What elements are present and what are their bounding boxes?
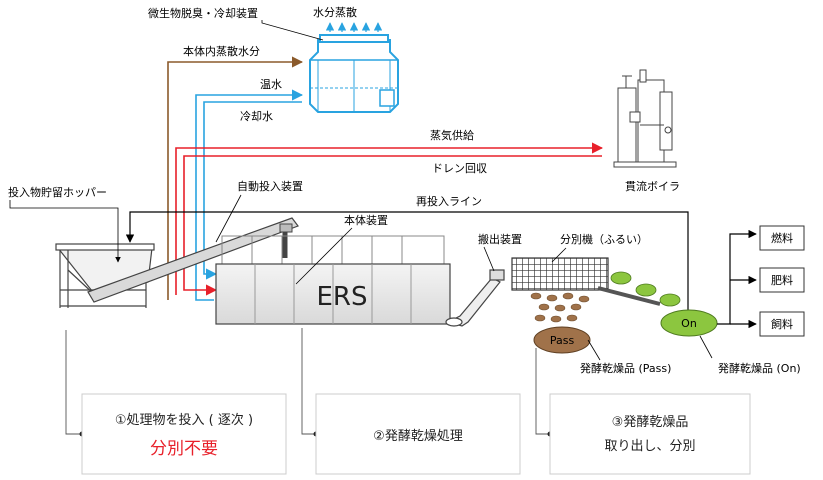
on-pile: [660, 309, 718, 337]
reinput-label: 再投入ライン: [416, 194, 482, 208]
hot-water-label: 温水: [260, 78, 282, 91]
fertilizer-box: [759, 267, 805, 293]
hopper-label: 投入物貯留ホッパー: [8, 185, 107, 199]
on-particles: [610, 271, 681, 307]
cooling-water-label: 冷却水: [240, 110, 273, 123]
drain-return-label: ドレン回収: [432, 162, 487, 175]
step1-box: [81, 393, 287, 475]
sieve-leader-line: [551, 247, 567, 263]
step3-box: [549, 393, 751, 475]
hopper-leader-line: [9, 200, 121, 263]
on-label: On: [681, 317, 697, 330]
pass-particles: [530, 292, 590, 323]
sieve-machine: [511, 257, 661, 306]
hot-water-line: [195, 89, 304, 301]
auto-feeder-conveyor: [87, 217, 299, 303]
feed-box: [759, 311, 805, 337]
main-unit-label: 本体装置: [344, 213, 388, 227]
product-pass-label: 発酵乾燥品 (Pass): [580, 361, 671, 375]
step1-emphasis: 分別不要: [150, 439, 218, 459]
step3-text-line2: 取り出し、分別: [604, 439, 695, 454]
boiler-label: 貫流ボイラ: [625, 179, 680, 193]
fuel-box: [759, 225, 805, 251]
step3-text-line1: ③発酵乾燥品: [612, 415, 689, 430]
main-unit-leader-line: [295, 227, 353, 285]
fertilizer-label: 肥料: [771, 273, 793, 287]
sieve-label: 分別機（ふるい）: [560, 232, 648, 246]
internal-vapor-label: 本体内蒸散水分: [183, 44, 260, 58]
pass-label: Pass: [550, 334, 575, 347]
evaporation-label: 水分蒸散: [313, 5, 357, 19]
discharge-leader-line: [483, 246, 495, 272]
reinput-line: [125, 211, 689, 324]
steam-supply-label: 蒸気供給: [430, 128, 474, 142]
ers-main-unit: [215, 235, 451, 325]
step1-text: ①処理物を投入 ( 逐次 ): [115, 412, 253, 428]
drain-return-line: [183, 155, 602, 296]
cooling-water-line: [203, 101, 302, 280]
feed-label: 飼料: [771, 317, 793, 331]
step-connectors: [65, 328, 552, 435]
auto-feeder-leader-line: [215, 194, 242, 243]
step2-text: ②発酵乾燥処理: [373, 429, 463, 444]
cooler-leader-line: [261, 20, 324, 41]
auto-feeder-label: 自動投入装置: [237, 179, 303, 193]
discharge-label: 搬出装置: [478, 232, 522, 246]
discharge-conveyor: [445, 269, 505, 327]
product-on-label: 発酵乾燥品 (On): [718, 361, 801, 375]
steam-supply-line: [175, 142, 604, 295]
ers-label: ERS: [317, 282, 368, 312]
cooling-tower: [309, 34, 399, 113]
vapor-line: [167, 56, 304, 300]
pass-pile: [533, 326, 591, 354]
cooler-label: 微生物脱臭・冷却装置: [148, 6, 258, 20]
boiler: [613, 69, 677, 168]
pass-product-leader-line: [587, 339, 601, 361]
step2-box: [315, 393, 521, 475]
fuel-branch-line: [717, 229, 757, 325]
evaporation-arrows: [325, 22, 383, 32]
fuel-label: 燃料: [771, 231, 793, 245]
on-product-leader-line: [699, 335, 713, 359]
